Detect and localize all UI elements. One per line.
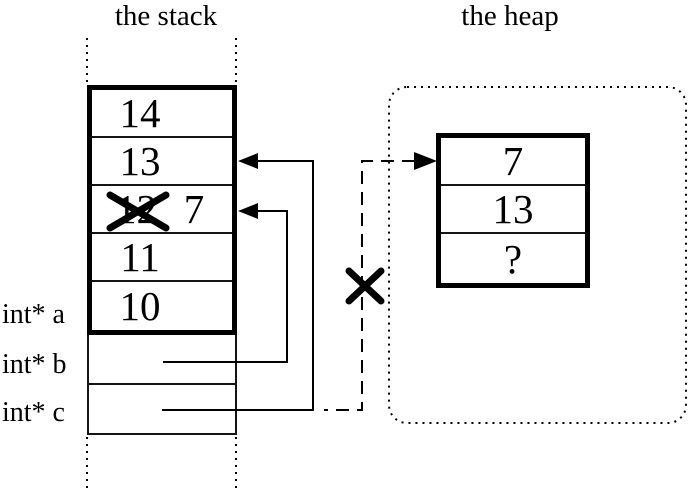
heap-title: the heap bbox=[461, 0, 559, 32]
stack-frame-box: 14 13 12 7 11 10 bbox=[87, 85, 237, 335]
stack-title: the stack bbox=[114, 0, 218, 32]
stack-cell: 14 bbox=[92, 90, 232, 138]
pointer-slot-c bbox=[89, 385, 235, 433]
stack-cell-value: 13 bbox=[119, 138, 161, 184]
dangling-pointer-dashed-line bbox=[324, 160, 415, 411]
heap-cell: ? bbox=[441, 234, 585, 283]
arrowhead-icon bbox=[414, 152, 437, 170]
pointer-slot-b bbox=[89, 335, 235, 385]
stack-cell: 11 bbox=[92, 234, 232, 282]
arrowhead-icon bbox=[238, 203, 258, 219]
pointer-label-c: int* c bbox=[2, 397, 65, 428]
stack-pointer-slots-box bbox=[87, 335, 237, 435]
heap-cell-value: 13 bbox=[492, 186, 534, 232]
arrowhead-icon bbox=[238, 153, 258, 169]
heap-cell: 13 bbox=[441, 186, 585, 234]
stack-cell-value: 11 bbox=[120, 234, 160, 280]
stack-cell-old-value: 12 bbox=[116, 186, 157, 232]
heap-cell-value: 7 bbox=[502, 138, 524, 184]
heap-cell-value: ? bbox=[503, 235, 523, 282]
stack-cell: 13 bbox=[92, 138, 232, 186]
stack-cell-new-value: 7 bbox=[183, 186, 205, 232]
stack-cell-value: 14 bbox=[119, 90, 161, 136]
stack-cell: 10 bbox=[92, 282, 232, 330]
cross-out-icon bbox=[345, 267, 385, 305]
pointer-label-b: int* b bbox=[2, 349, 67, 380]
stack-cell-overwritten: 12 7 bbox=[92, 186, 232, 234]
heap-object-box: 7 13 ? bbox=[436, 133, 590, 288]
heap-cell: 7 bbox=[441, 138, 585, 186]
pointer-label-a: int* a bbox=[2, 299, 65, 330]
stack-cell-value: 10 bbox=[119, 283, 161, 329]
